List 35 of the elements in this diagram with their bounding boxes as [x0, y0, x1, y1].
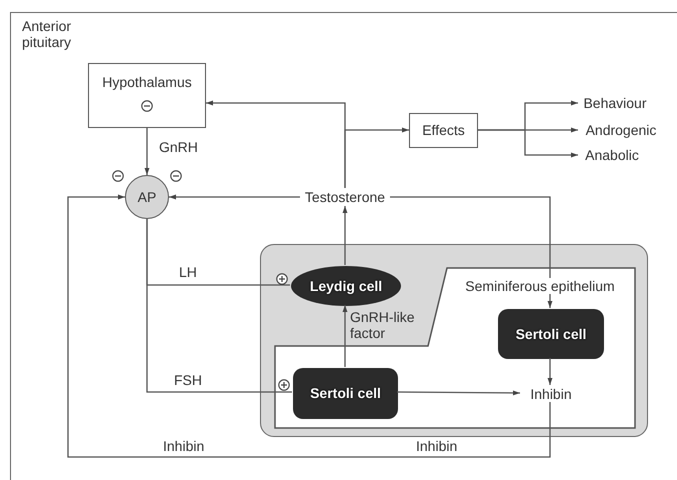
- connector-arrow: [397, 390, 520, 396]
- node-text: Sertoli cell: [310, 385, 381, 402]
- edge-label: GnRH-like factor: [350, 309, 416, 342]
- connector-arrow: [67, 194, 551, 458]
- connector-arrow: [144, 128, 150, 175]
- edge-label: FSH: [172, 372, 204, 388]
- pituitary-circle: [125, 175, 169, 219]
- node-label: Testosterone: [304, 188, 386, 206]
- connector-arrow: [169, 194, 300, 200]
- text-label: Inhibin: [163, 438, 204, 454]
- connector-arrow: [342, 206, 348, 265]
- cell-box: [498, 309, 604, 359]
- connector-arrow: [478, 129, 578, 158]
- connector-arrow: [390, 196, 552, 308]
- edge-label: Inhibin: [414, 438, 460, 454]
- node-text: Effects: [422, 122, 465, 139]
- testis-panel: [260, 244, 648, 437]
- node-text: Leydig cell: [310, 278, 382, 294]
- epithelium-region: [275, 268, 635, 428]
- node-label: Androgenic: [586, 122, 656, 139]
- connector-arrow: [548, 358, 552, 385]
- cell-box: [293, 368, 398, 419]
- process-box: [88, 63, 206, 128]
- connector-arrow: [344, 128, 409, 188]
- connector-arrow: [342, 305, 348, 367]
- node-label: Behaviour: [583, 95, 647, 112]
- node-text: Sertoli cell: [516, 326, 586, 342]
- node-label: Anabolic: [585, 147, 639, 164]
- node-label: Inhibin: [530, 386, 572, 403]
- node-text: Hypothalamus: [102, 74, 192, 90]
- node-text: AP: [138, 188, 156, 206]
- node-text: Seminiferous epithelium: [463, 278, 617, 294]
- process-box: [409, 113, 478, 148]
- edge-label: GnRH: [157, 139, 200, 156]
- text-label: Anterior pituitary: [22, 18, 72, 50]
